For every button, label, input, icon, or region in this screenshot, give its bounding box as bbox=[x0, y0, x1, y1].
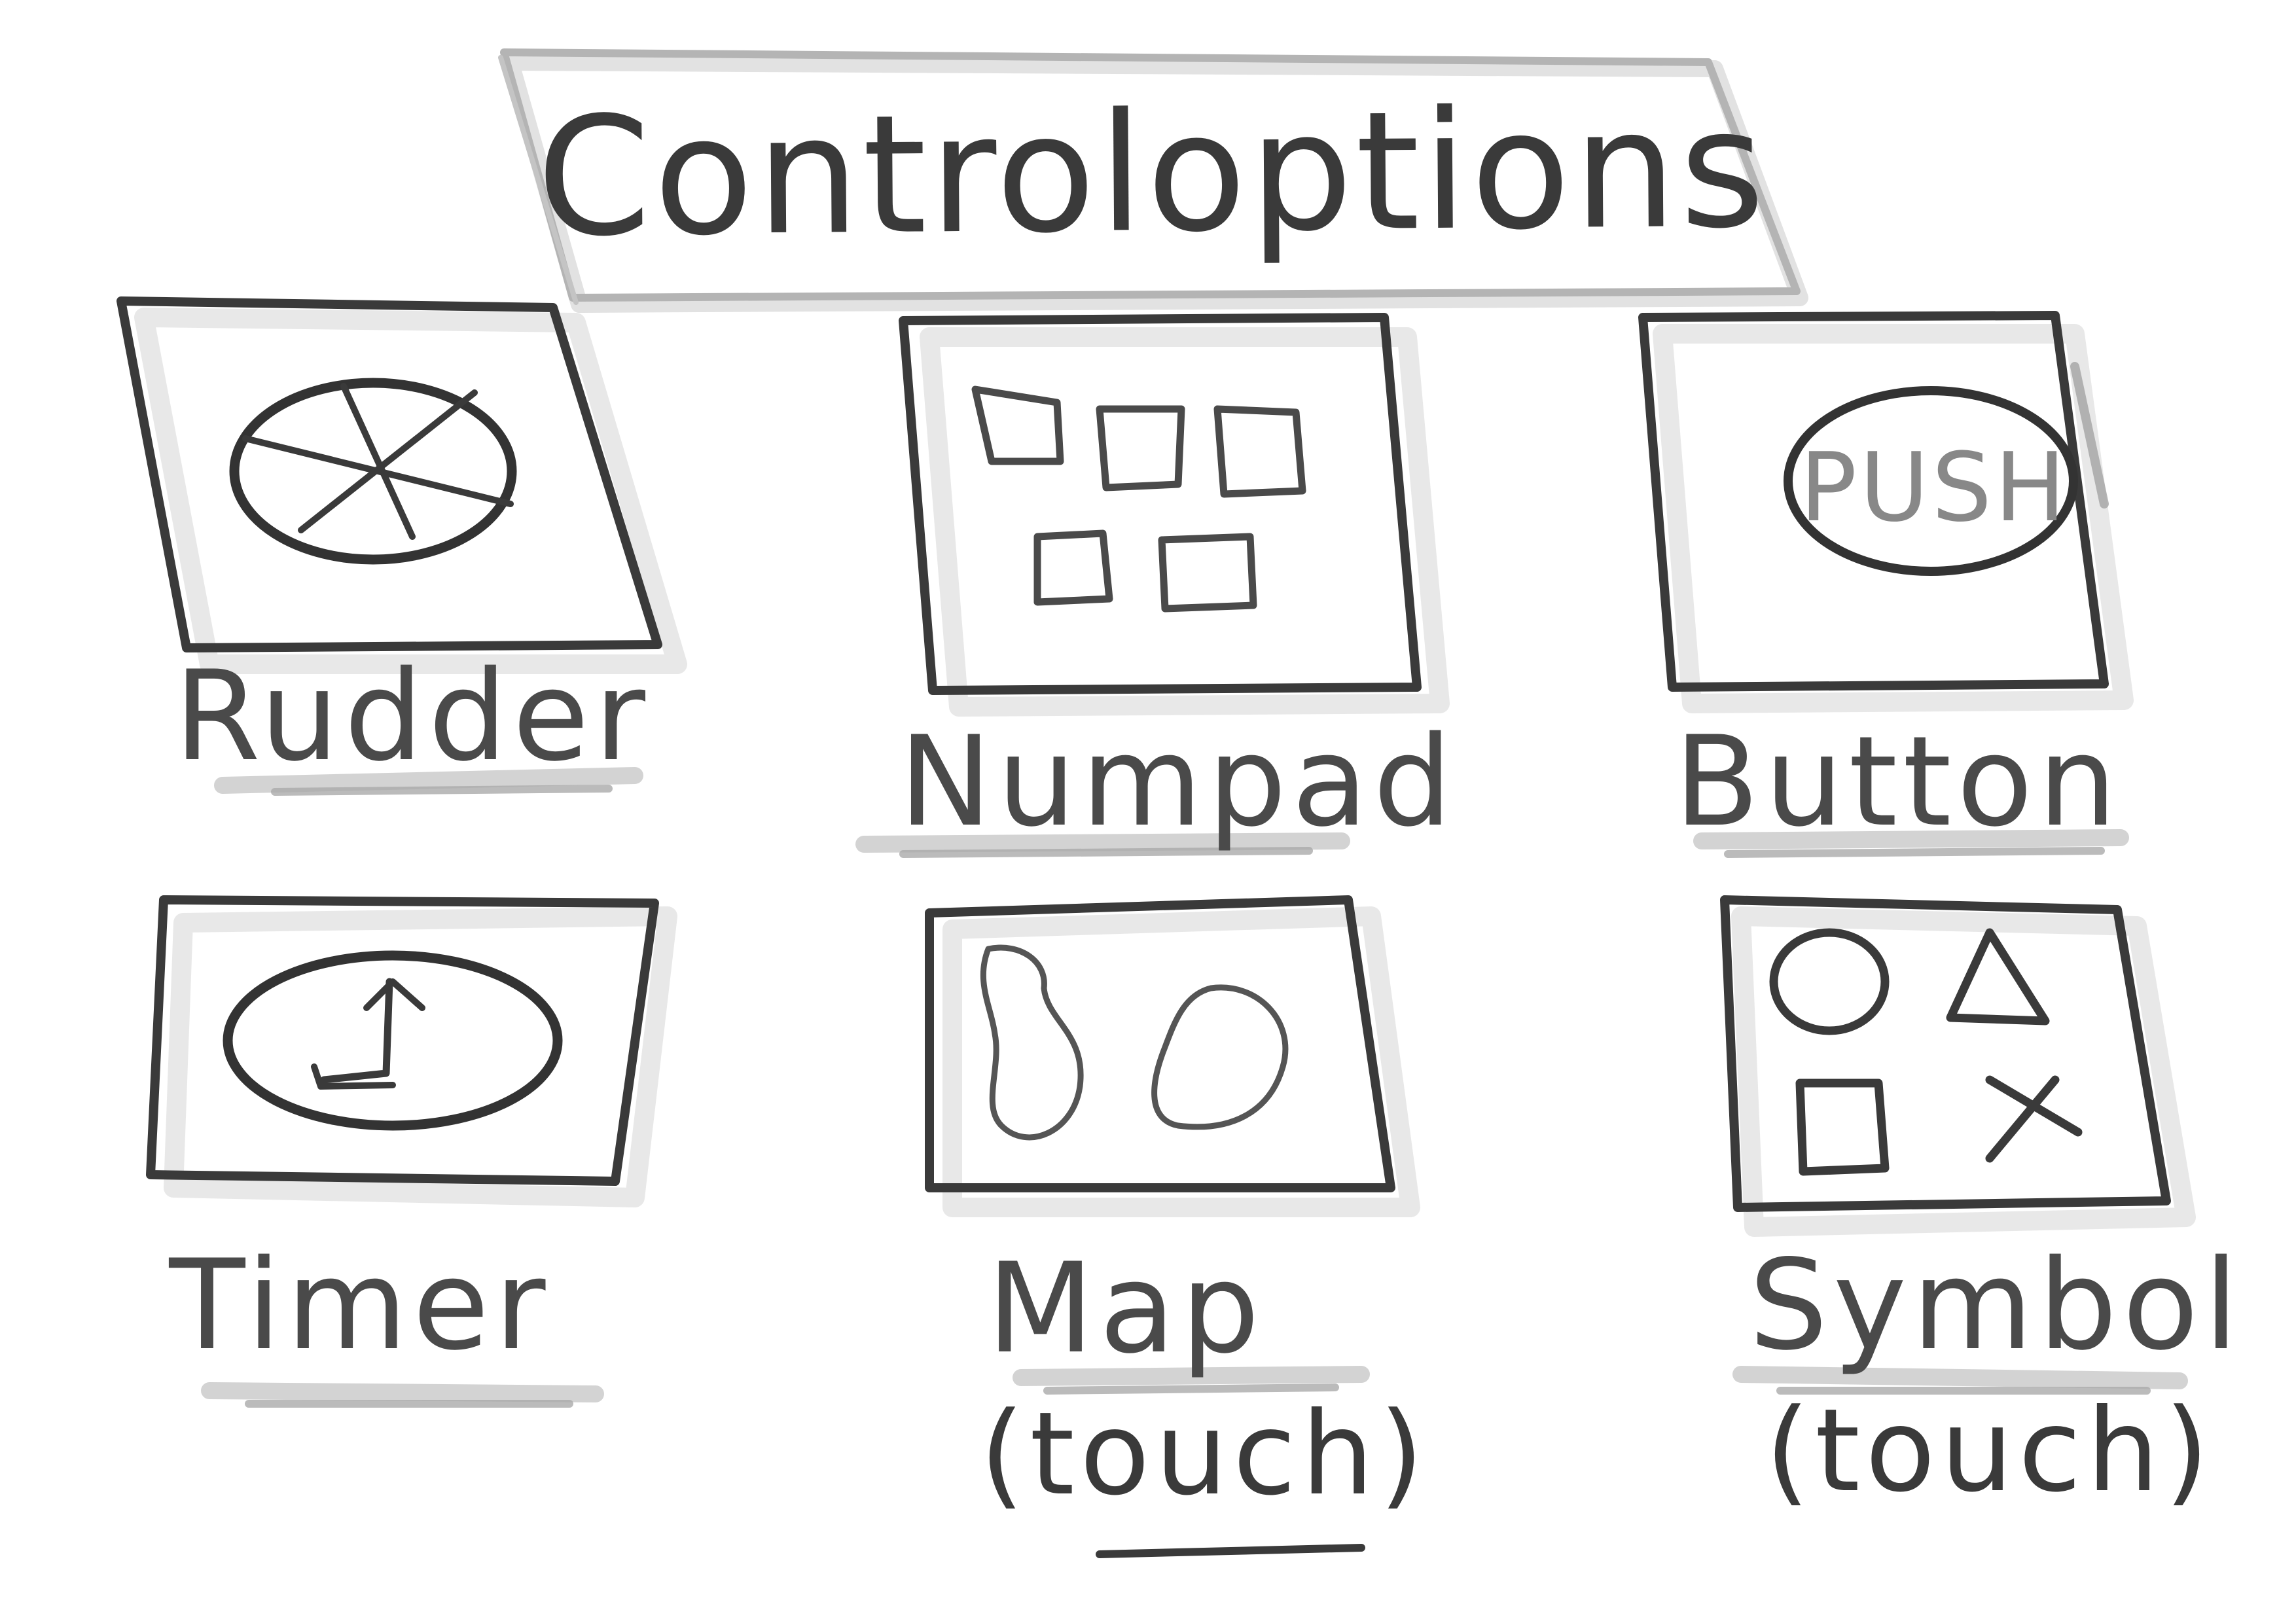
page-title: Controloptions bbox=[535, 73, 1768, 273]
numpad-option-tile[interactable] bbox=[855, 313, 1450, 858]
map-sublabel: (touch) bbox=[979, 1388, 1429, 1521]
rudder-option-tile[interactable] bbox=[117, 296, 687, 796]
symbol-sublabel: (touch) bbox=[1765, 1385, 2215, 1518]
symbol-label[interactable]: Symbol bbox=[1749, 1233, 2244, 1378]
symbol-option-tile[interactable] bbox=[1720, 895, 2196, 1395]
symbols-icon bbox=[1769, 928, 2083, 1176]
numpad-keys-icon bbox=[971, 385, 1306, 613]
circle-symbol-icon bbox=[1769, 928, 1890, 1035]
square-symbol-icon bbox=[1795, 1079, 1890, 1176]
timer-option-tile[interactable] bbox=[146, 895, 677, 1408]
triangle-symbol-icon bbox=[1946, 928, 2050, 1026]
map-option-tile[interactable] bbox=[925, 895, 1420, 1558]
rudder-label[interactable]: Rudder bbox=[173, 644, 651, 789]
push-button-icon: PUSH bbox=[1784, 362, 2109, 576]
rudder-wheel-icon bbox=[229, 378, 517, 565]
cross-symbol-icon bbox=[1985, 1075, 2083, 1163]
button-option-tile[interactable]: PUSH bbox=[1638, 311, 2134, 858]
title-frame bbox=[498, 48, 1808, 313]
timer-label[interactable]: Timer bbox=[169, 1233, 551, 1378]
numpad-label[interactable]: Numpad bbox=[899, 709, 1458, 854]
clock-icon bbox=[223, 950, 563, 1131]
push-button-text: PUSH bbox=[1800, 433, 2069, 543]
button-label[interactable]: Button bbox=[1674, 709, 2123, 854]
map-label[interactable]: Map bbox=[986, 1236, 1265, 1381]
map-islands-icon bbox=[980, 944, 1289, 1141]
